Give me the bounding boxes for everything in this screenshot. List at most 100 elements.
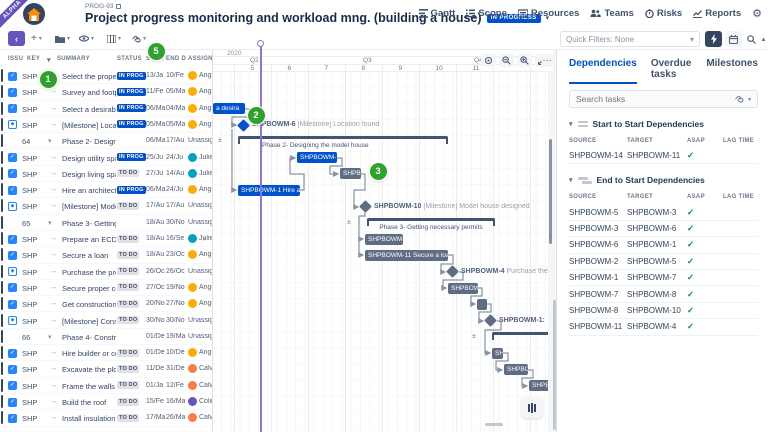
col-status[interactable]: STATUS xyxy=(117,56,142,62)
task-row[interactable]: ◆SHP→[Milestone] ConstruTO DO30/No30/NoU… xyxy=(0,313,212,329)
back-button[interactable]: ‹ xyxy=(8,31,25,46)
phase-bracket[interactable] xyxy=(492,331,552,340)
task-row[interactable]: ✓SHP→Select a desirable pIN PROG06/Ma04/… xyxy=(0,101,212,117)
phase-expand-icon[interactable]: ± xyxy=(472,332,476,340)
chevron-down-icon[interactable]: ▾ xyxy=(569,177,573,185)
more-options-button[interactable]: ⋯ xyxy=(542,54,553,67)
phase-bracket[interactable] xyxy=(238,136,448,145)
phase-expand-icon[interactable]: ± xyxy=(218,137,222,145)
collapse-header-button[interactable]: ▴ xyxy=(761,36,766,43)
task-row[interactable]: 65▾Phase 3- Getting nece18/Au30/NoUnassi… xyxy=(0,215,212,231)
auto-schedule-button[interactable] xyxy=(705,31,722,47)
task-row[interactable]: ✓SHP→Get construction inTO DO20/No27/NoA… xyxy=(0,296,212,313)
tab-milestones[interactable]: Milestones xyxy=(706,58,758,69)
dependencies-button[interactable]: ▾ xyxy=(131,31,146,46)
task-row[interactable]: ✓SHP→Select the propertyIN PROG13/Ja10/F… xyxy=(0,68,212,85)
today-marker-icon[interactable] xyxy=(257,40,264,47)
gantt-bar[interactable]: SHPBO xyxy=(504,364,528,376)
task-row[interactable]: ✓SHP→Survey and footprinIN PROG11/Fe05/M… xyxy=(0,84,212,101)
task-row[interactable]: 64▾Phase 2- Designing th06/Ma17/AuUnassi… xyxy=(0,133,212,150)
collapse-left-panel-handle[interactable]: ‹ xyxy=(203,234,206,243)
nav-risks[interactable]: Risks xyxy=(645,8,682,19)
expand-right-panel-handle[interactable]: › xyxy=(549,232,552,241)
panel-scrollbar-track[interactable] xyxy=(553,50,556,432)
tab-dependencies[interactable]: Dependencies xyxy=(569,58,637,84)
search-button[interactable] xyxy=(744,31,759,47)
collapse-chevron-icon[interactable]: ▾ xyxy=(48,138,52,146)
task-row[interactable]: ✓SHP→Design living spaceTO DO27/Ju14/AuJ… xyxy=(0,166,212,183)
nav-scope[interactable]: Scope xyxy=(466,8,507,19)
task-row[interactable]: ✓SHP→Prepare an ECD (EsTO DO18/Au16/SeJu… xyxy=(0,231,212,248)
section-header[interactable]: ▾End to Start Dependencies xyxy=(569,173,758,187)
gantt-bar[interactable]: SHPBOWM-11 Secure a loan xyxy=(365,249,448,261)
settings-gear-icon[interactable]: ⚙ xyxy=(752,8,762,20)
project-key-row[interactable]: PROG-93 xyxy=(85,3,121,10)
task-row[interactable]: ◆SHP→[Milestone] LocatioIN PROG05/Ma05/M… xyxy=(0,117,212,134)
nav-teams[interactable]: Teams xyxy=(590,8,634,19)
gantt-vertical-scrollbar[interactable] xyxy=(548,71,553,432)
zoom-out-button[interactable] xyxy=(499,54,514,67)
col-assignee[interactable]: ASSIGNEE xyxy=(188,56,213,62)
view-mode-button[interactable]: ▾ xyxy=(79,31,94,46)
task-row[interactable]: ◆SHP→Purchase the propeTO DO26/Oc26/OcUn… xyxy=(0,264,212,280)
section-header[interactable]: ▾Start to Start Dependencies xyxy=(569,117,758,131)
nav-gantt[interactable]: Gantt xyxy=(418,8,455,19)
task-row[interactable]: ✓SHP→Secure proper consTO DO27/Oc19/NoAn… xyxy=(0,280,212,297)
columns-button[interactable]: ▾ xyxy=(107,31,121,46)
gantt-bar[interactable]: SHPBOWM-7 xyxy=(297,152,337,164)
chevron-down-icon[interactable]: ▾ xyxy=(545,15,550,22)
task-row[interactable]: ✓SHP→Hire builder or consTO DO01/De10/De… xyxy=(0,345,212,362)
search-tasks-input[interactable] xyxy=(576,94,730,104)
gantt-bar[interactable]: SHPB xyxy=(529,380,552,392)
col-issue[interactable]: ISSU xyxy=(8,56,24,62)
chevron-down-icon[interactable]: ▾ xyxy=(47,57,51,64)
phase-expand-icon[interactable]: ± xyxy=(347,218,351,226)
col-summary[interactable]: SUMMARY xyxy=(57,56,90,62)
phase-bracket[interactable] xyxy=(367,217,495,226)
gantt-bar[interactable]: a desira xyxy=(213,103,245,115)
add-task-button[interactable]: +▾ xyxy=(31,33,42,44)
col-end[interactable]: END D xyxy=(166,56,187,62)
calendar-button[interactable] xyxy=(725,31,742,47)
chevron-down-icon[interactable]: ▾ xyxy=(747,96,751,103)
vendor-logo-button[interactable] xyxy=(521,398,543,418)
task-row[interactable]: ◆SHP→[Milestone] Model hTO DO17/Au17/AuU… xyxy=(0,198,212,215)
tab-overdue-tasks[interactable]: Overdue tasks xyxy=(650,58,692,80)
box-view-button[interactable]: ▾ xyxy=(55,31,70,46)
status-badge[interactable]: IN PROGRESS xyxy=(486,13,541,23)
link-filter-icon[interactable] xyxy=(734,95,744,103)
gantt-horizontal-scrollbar[interactable] xyxy=(485,423,503,426)
zoom-in-button[interactable] xyxy=(517,54,532,67)
gantt-bar[interactable] xyxy=(477,298,487,310)
nav-reports[interactable]: Reports xyxy=(693,8,741,19)
today-line[interactable] xyxy=(257,40,264,432)
collapse-chevron-icon[interactable]: ▾ xyxy=(48,219,52,227)
panel-scrollbar-thumb[interactable] xyxy=(553,300,556,430)
col-key[interactable]: KEY xyxy=(27,56,41,62)
nav-resources[interactable]: Resources xyxy=(517,8,579,19)
quick-filters-select[interactable]: Quick Filters: None▾ xyxy=(560,31,700,47)
gantt-bar[interactable]: SHPBOWM-1 Hire an ar xyxy=(238,184,300,196)
gantt-bar[interactable]: SH xyxy=(492,347,503,359)
collapse-chevron-icon[interactable]: ▾ xyxy=(48,333,52,341)
locate-button[interactable] xyxy=(481,54,496,67)
search-tasks-box[interactable]: ▾ xyxy=(569,90,758,108)
open-in-new-icon[interactable] xyxy=(115,4,121,9)
task-row[interactable]: 66▾Phase 4- Construction01/De19/MaUnassi… xyxy=(0,329,212,346)
